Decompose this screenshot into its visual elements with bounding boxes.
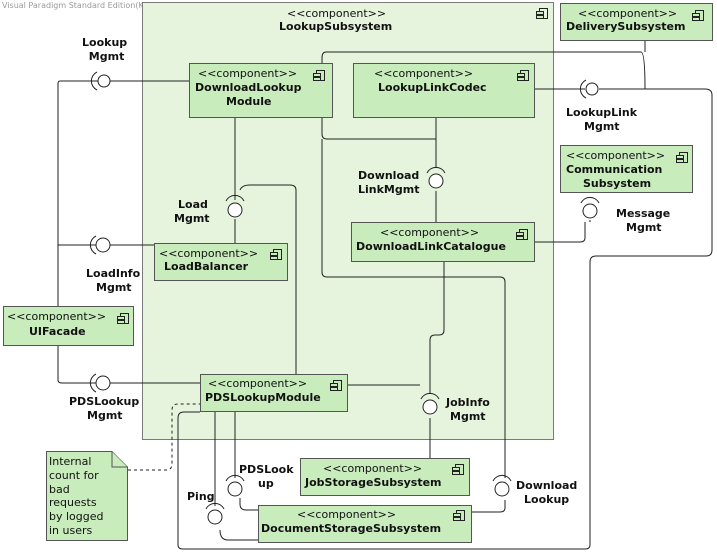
component-name: DownloadLinkCatalogue: [356, 240, 506, 253]
stereotype: <<component>>: [380, 226, 480, 239]
note-line: by logged: [49, 510, 104, 524]
component-delivery-subsystem[interactable]: <<component>> DeliverySubsystem: [560, 3, 713, 41]
component-name: JobStorageSubsystem: [305, 476, 442, 489]
label-line: JobInfo: [446, 396, 490, 409]
label-line: Mgmt: [626, 221, 662, 234]
note-line: in users: [49, 523, 93, 537]
label-download-lookup: Download Lookup: [516, 479, 577, 507]
label-line: Message: [616, 207, 671, 220]
component-icon: [313, 70, 325, 81]
component-icon: [330, 380, 342, 391]
label-line: PDSLook: [239, 463, 294, 476]
component-name-line-1: DownloadLookup: [195, 81, 302, 94]
component-icon: [516, 229, 528, 240]
component-lookup-link-codec[interactable]: <<component>> LookupLinkCodec: [353, 63, 535, 118]
note-line: count for: [49, 468, 99, 482]
stereotype: <<component>>: [208, 377, 308, 390]
label-load-mgmt: Load Mgmt: [174, 198, 210, 226]
component-name-line-1: Communication: [566, 163, 663, 176]
stereotype: <<component>>: [297, 508, 397, 521]
stereotype: <<component>>: [198, 67, 298, 80]
label-line: Lookup: [82, 36, 128, 49]
label-pds-lookup: PDSLook up: [239, 463, 294, 491]
stereotype: <<component>>: [374, 67, 474, 80]
component-name-line-2: Module: [226, 95, 272, 108]
component-name: DocumentStorageSubsystem: [261, 522, 442, 535]
label-line: Mgmt: [88, 50, 125, 63]
label-lookup-mgmt: Lookup Mgmt: [82, 36, 127, 64]
label-line: Mgmt: [584, 120, 620, 133]
label-line: Mgmt: [87, 409, 123, 422]
component-icon: [117, 313, 129, 324]
label-line: Mgmt: [174, 212, 210, 225]
component-icon: [452, 464, 464, 475]
component-download-lookup-module[interactable]: <<component>> DownloadLookup Module: [189, 63, 333, 118]
label-message-mgmt: Message Mgmt: [616, 207, 670, 235]
component-communication-subsystem[interactable]: <<component>> Communication Subsystem: [560, 145, 693, 193]
stereotype: <<component>>: [7, 310, 107, 323]
component-icon: [536, 8, 548, 19]
component-pds-lookup-module[interactable]: <<component>> PDSLookupModule: [200, 374, 348, 412]
label-line: Download: [516, 479, 578, 492]
stereotype: <<component>>: [566, 149, 666, 162]
note-line: requests: [49, 496, 97, 510]
note-line: bad: [49, 482, 70, 496]
component-name: LoadBalancer: [164, 260, 249, 273]
note-internal-count[interactable]: Internal count for bad requests by logge…: [46, 451, 128, 541]
label-loadinfo-mgmt: LoadInfo Mgmt: [86, 267, 140, 295]
label-line: Mgmt: [96, 281, 132, 294]
label-download-linkmgmt: Download LinkMgmt: [358, 169, 419, 197]
component-name: UIFacade: [29, 325, 86, 338]
label-line: Download: [358, 169, 420, 182]
label-lookuplink-mgmt: LookupLink Mgmt: [566, 106, 637, 134]
stereotype: <<component>>: [159, 247, 259, 260]
component-name: DeliverySubsystem: [566, 20, 686, 33]
component-icon: [692, 10, 704, 21]
component-name: PDSLookupModule: [205, 391, 321, 404]
label-line: Mgmt: [450, 410, 486, 423]
note-line: Internal: [49, 455, 92, 468]
label-line: PDSLookup: [69, 395, 140, 408]
stereotype: <<component>>: [323, 462, 423, 475]
component-icon: [676, 152, 688, 163]
watermark: Visual Paradigm Standard Edition(K.U.Leu…: [2, 1, 187, 10]
component-load-balancer[interactable]: <<component>> LoadBalancer: [154, 243, 288, 281]
label-line: LoadInfo: [86, 267, 141, 280]
label-line: LinkMgmt: [358, 183, 420, 196]
label-line: up: [258, 477, 274, 490]
subsystem-stereotype: <<component>>: [287, 7, 387, 20]
label-line: Lookup: [524, 493, 570, 506]
label-line: LookupLink: [566, 106, 638, 119]
component-download-link-catalogue[interactable]: <<component>> DownloadLinkCatalogue: [351, 222, 535, 262]
component-icon: [453, 510, 465, 521]
component-icon: [517, 70, 529, 81]
label-pdslookup-mgmt: PDSLookup Mgmt: [69, 395, 139, 423]
label-line: Load: [178, 198, 208, 211]
component-name-line-2: Subsystem: [583, 177, 652, 190]
component-name: LookupLinkCodec: [378, 81, 487, 94]
label-ping: Ping: [187, 490, 215, 503]
component-document-storage-subsystem[interactable]: <<component>> DocumentStorageSubsystem: [258, 505, 472, 543]
label-jobinfo-mgmt: JobInfo Mgmt: [446, 396, 490, 424]
component-ui-facade[interactable]: <<component>> UIFacade: [3, 306, 134, 346]
stereotype: <<component>>: [578, 7, 678, 20]
subsystem-name: LookupSubsystem: [279, 20, 393, 33]
component-icon: [270, 249, 282, 260]
component-job-storage-subsystem[interactable]: <<component>> JobStorageSubsystem: [300, 458, 470, 496]
